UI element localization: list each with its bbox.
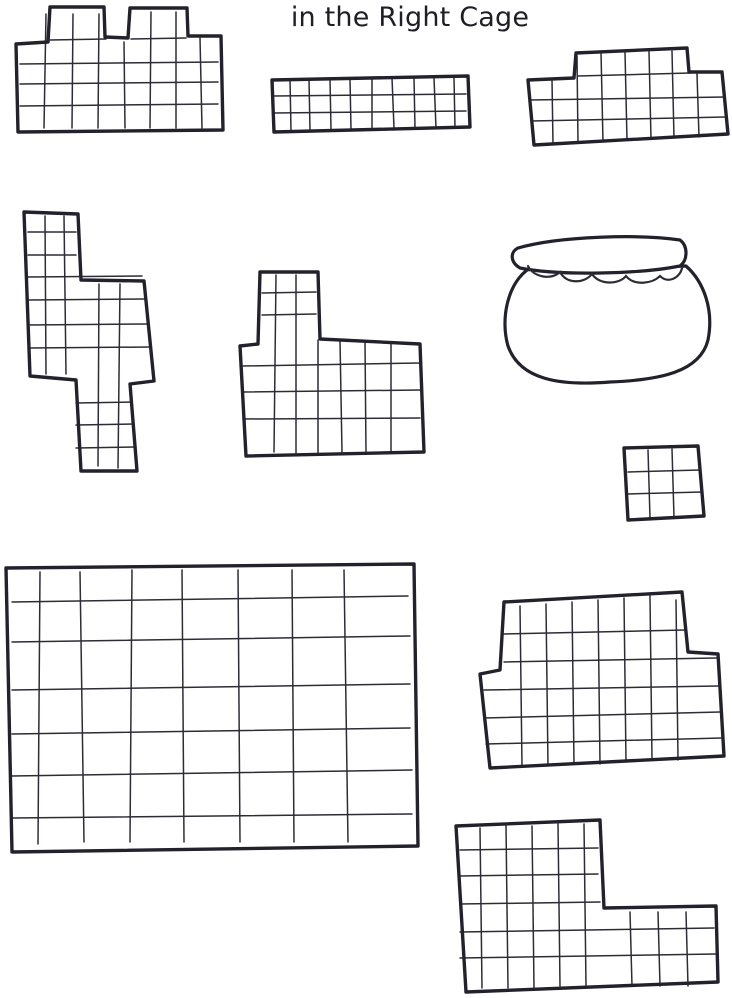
cage-large[interactable] [6, 564, 418, 852]
cage-small-square[interactable] [624, 446, 704, 520]
cage-top-left[interactable] [16, 7, 223, 132]
cage-bottom-right[interactable] [456, 820, 718, 992]
cage-right-middle[interactable] [480, 592, 724, 768]
cage-top-right[interactable] [528, 48, 728, 145]
cage-tall-left[interactable] [24, 212, 154, 471]
honey-pot-icon[interactable] [505, 237, 710, 383]
cage-top-middle-strip[interactable] [272, 76, 470, 132]
cage-middle[interactable] [240, 272, 424, 456]
